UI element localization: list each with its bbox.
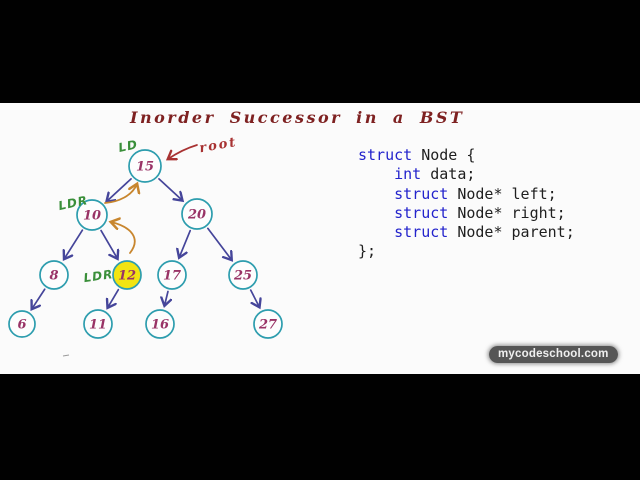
label-ldr-10: LDR: [57, 193, 89, 213]
node-circle: [128, 149, 162, 183]
code-line: struct Node* left;: [394, 184, 557, 203]
watermark-text: mycodeschool.com: [498, 348, 609, 360]
tree-node-16: 16: [145, 309, 175, 339]
letterbox-bottom: [0, 374, 640, 480]
tree-node-27: 27: [253, 309, 283, 339]
tree-node-12: 12: [112, 260, 142, 290]
node-circle: [83, 309, 113, 339]
edge-8-6: [32, 288, 46, 309]
code-line: };: [358, 242, 377, 261]
edge-15-10: [107, 178, 132, 202]
label-ldr-12: LDR: [83, 267, 115, 285]
node-circle: [181, 198, 213, 230]
root-arrow: [168, 144, 198, 159]
edge-20-17: [179, 229, 192, 258]
edge-10-12: [100, 229, 117, 259]
node-circle: [145, 309, 175, 339]
node-value: 15: [136, 160, 154, 175]
tree-node-11: 11: [83, 309, 113, 339]
tree-node-15: 15: [128, 149, 162, 183]
tree-node-8: 8: [39, 260, 69, 290]
label-root: root: [198, 135, 238, 156]
code-line: struct Node {: [358, 146, 476, 164]
node-value: 20: [187, 208, 206, 223]
node-circle-highlighted: [112, 260, 142, 290]
tree-node-20: 20: [181, 198, 213, 230]
edge-17-16: [165, 290, 168, 306]
back-pointer-10-to-15: [104, 184, 137, 204]
page-title: Inorder Successor in a BST: [130, 108, 465, 127]
stray-mark: [62, 354, 70, 357]
label-ld-15: LD: [117, 137, 139, 155]
node-value: 6: [17, 318, 26, 333]
tree-node-17: 17: [157, 260, 187, 290]
code-line: int data;: [394, 165, 476, 184]
node-value: 16: [151, 318, 169, 333]
code-line: struct Node* parent;: [394, 223, 575, 242]
watermark-badge: mycodeschool.com: [489, 346, 618, 363]
node-circle: [157, 260, 187, 290]
code-snippet: struct Node { int data; struct Node* lef…: [358, 146, 575, 262]
node-value: 25: [233, 269, 252, 284]
node-value: 8: [49, 269, 58, 284]
tree-node-25: 25: [228, 260, 258, 290]
edge-10-8: [64, 229, 84, 259]
node-circle: [76, 199, 108, 231]
node-value: 12: [118, 269, 136, 284]
edge-20-25: [206, 227, 232, 259]
node-circle: [8, 310, 36, 338]
letterbox-top: [0, 0, 640, 103]
slide-canvas: Inorder Successor in a BST 15 10 20 8 12 17 25…: [0, 103, 640, 374]
node-value: 27: [258, 318, 277, 333]
node-value: 11: [89, 318, 107, 333]
code-line: struct Node* right;: [394, 203, 566, 222]
bst-diagram: 15 10 20 8 12 17 25 6 11 16 27 LD LDR LDR root: [8, 135, 283, 357]
tree-node-10: 10: [76, 199, 108, 231]
edge-15-20: [158, 178, 182, 201]
node-value: 10: [83, 209, 101, 224]
edge-25-27: [249, 289, 260, 307]
node-circle: [228, 260, 258, 290]
node-circle: [253, 309, 283, 339]
node-circle: [39, 260, 69, 290]
tree-node-6: 6: [8, 310, 36, 338]
back-pointer-12-to-10: [111, 222, 136, 254]
node-value: 17: [163, 269, 181, 284]
edge-12-11: [108, 288, 120, 308]
